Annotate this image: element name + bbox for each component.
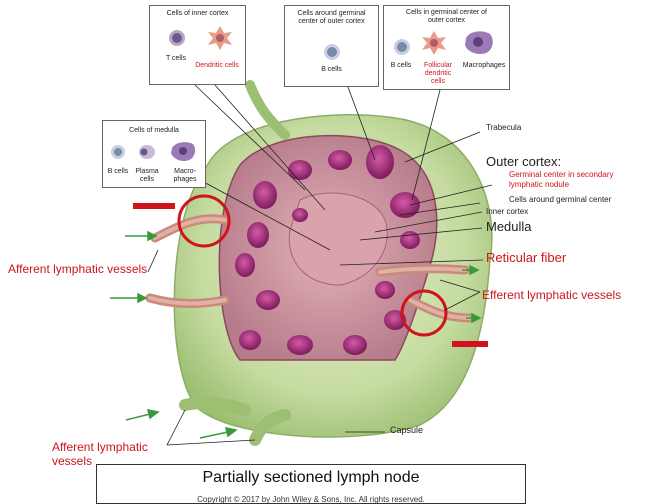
label-efferent-vessels: Efferent lymphatic vessels <box>482 288 622 302</box>
cell-label-follicular: Follicular dendritic cells <box>423 62 452 85</box>
caption-box: Partially sectioned lymph node Copyright… <box>96 464 526 504</box>
macrophage-icon <box>171 142 196 162</box>
box-title: Cells of medulla <box>129 127 179 134</box>
box-title: Cells around germinal center of outer co… <box>297 10 366 25</box>
box-cells-in-germinal: Cells in germinal center of outer cortex… <box>383 5 510 90</box>
copyright-notice: Copyright © 2017 by John Wiley & Sons, I… <box>197 495 425 504</box>
box-cells-inner-cortex: Cells of inner cortex T cells Dendritic … <box>149 5 246 85</box>
label-afferent-vessels-bottom: Afferent lymphatic vessels <box>52 440 148 468</box>
red-highlight-circles <box>177 194 448 337</box>
label-afferent-vessels-top: Afferent lymphatic vessels <box>8 262 148 276</box>
afferent-vessels-bottom <box>179 396 291 446</box>
box-title: Cells in germinal center of outer cortex <box>406 9 487 24</box>
plasma-cell-icon <box>139 145 155 159</box>
efferent-vessels <box>375 264 475 323</box>
b-cell-icon <box>394 39 410 55</box>
label-cells-around-germinal: Cells around germinal center <box>509 195 612 204</box>
cell-label-b: B cells <box>390 62 412 69</box>
cell-label-b: B cells <box>321 66 342 73</box>
box-cells-of-medulla: Cells of medulla B cells Plasma cells Ma… <box>102 120 206 188</box>
label-inner-cortex: Inner cortex <box>486 207 529 216</box>
t-cell-icon <box>169 30 185 46</box>
figure-caption: Partially sectioned lymph node <box>202 469 420 486</box>
cell-label-plasma: Plasma cells <box>135 168 159 183</box>
cell-label-macrophages: Macro-phages <box>173 168 197 183</box>
afferent-vessel-middle <box>145 293 230 309</box>
flow-arrows <box>110 230 482 439</box>
label-trabecula: Trabecula <box>486 123 522 132</box>
cell-label-dendritic: Dendritic cells <box>195 62 239 69</box>
afferent-vessel-upper <box>150 214 230 243</box>
macrophage-icon <box>465 31 493 55</box>
label-reticular-fiber: Reticular fiber <box>486 250 567 265</box>
red-marks <box>133 203 488 347</box>
cell-label-b: B cells <box>107 168 129 175</box>
b-cell-icon <box>111 145 125 159</box>
dendritic-cell-icon <box>208 26 232 50</box>
label-capsule: Capsule <box>390 425 424 435</box>
sectioned-interior <box>218 134 438 361</box>
label-outer-cortex: Outer cortex: <box>486 154 562 169</box>
b-cell-icon <box>324 44 340 60</box>
follicular-dendritic-cell-icon <box>422 31 446 55</box>
box-title: Cells of inner cortex <box>166 10 229 17</box>
cell-label-macrophages: Macrophages <box>462 62 506 69</box>
label-germinal-center-secondary: Germinal center in secondary lymphatic n… <box>509 170 614 189</box>
box-cells-around-germinal: Cells around germinal center of outer co… <box>284 5 379 87</box>
leader-lines <box>147 84 493 446</box>
afferent-vessel-top <box>245 80 290 140</box>
cell-label-t: T cells <box>165 55 187 62</box>
label-medulla: Medulla <box>486 219 532 234</box>
